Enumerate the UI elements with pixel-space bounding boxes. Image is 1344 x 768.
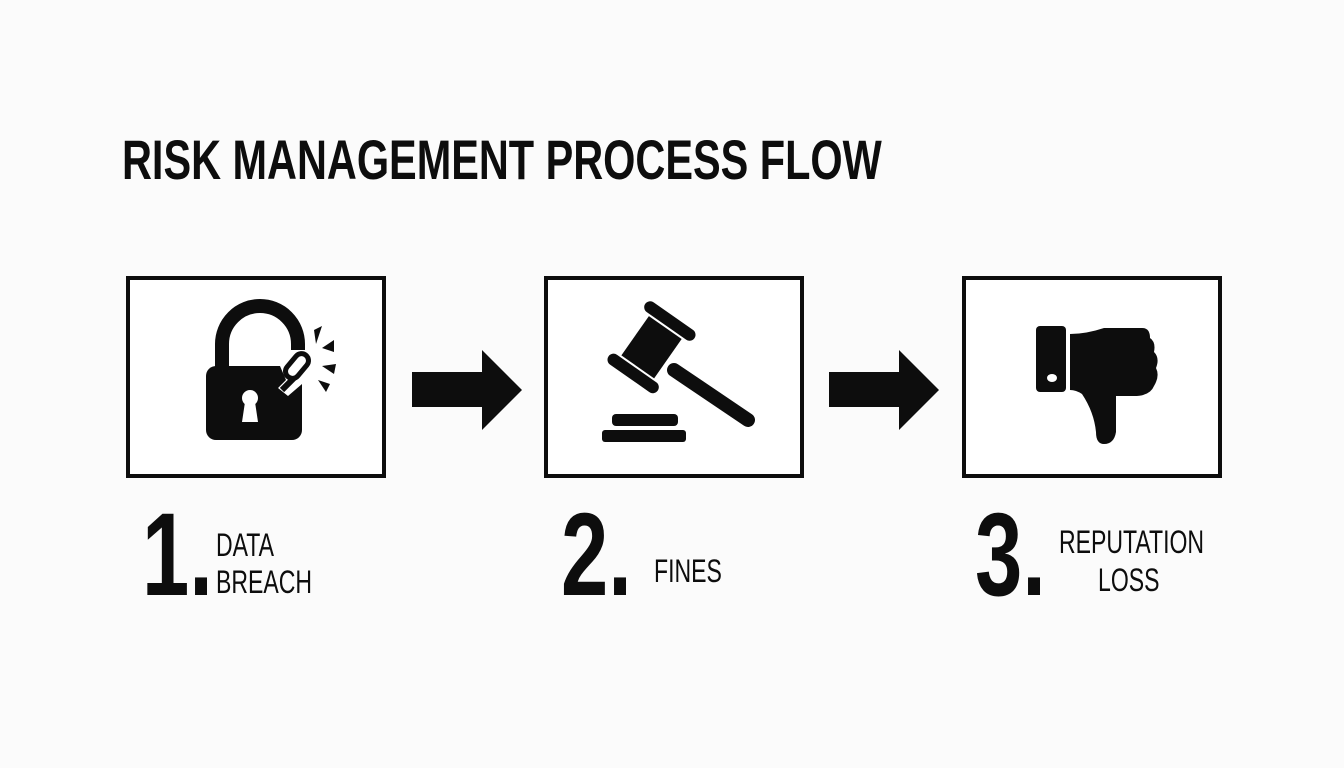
gavel-icon	[602, 301, 755, 442]
step-3-box	[962, 276, 1222, 478]
step-2-number: 2.	[561, 489, 632, 621]
step-1-label-line2: BREACH	[216, 564, 313, 600]
arrow-right-icon	[412, 350, 522, 430]
thumbs-down-icon	[1036, 326, 1158, 444]
step-3-number: 3.	[975, 489, 1046, 621]
step-1-label-line1: DATA	[216, 527, 275, 563]
broken-padlock-icon	[206, 299, 336, 440]
step-3-label-line1: REPUTATION	[1059, 524, 1205, 560]
step-2-label: FINES	[654, 553, 722, 589]
step-3-label-line2: LOSS	[1098, 562, 1160, 598]
page-title: RISK MANAGEMENT PROCESS FLOW	[122, 128, 882, 191]
step-2-box	[544, 276, 804, 478]
arrow-right-icon	[829, 350, 939, 430]
step-1-box	[126, 276, 386, 478]
step-1-number: 1.	[142, 489, 213, 621]
